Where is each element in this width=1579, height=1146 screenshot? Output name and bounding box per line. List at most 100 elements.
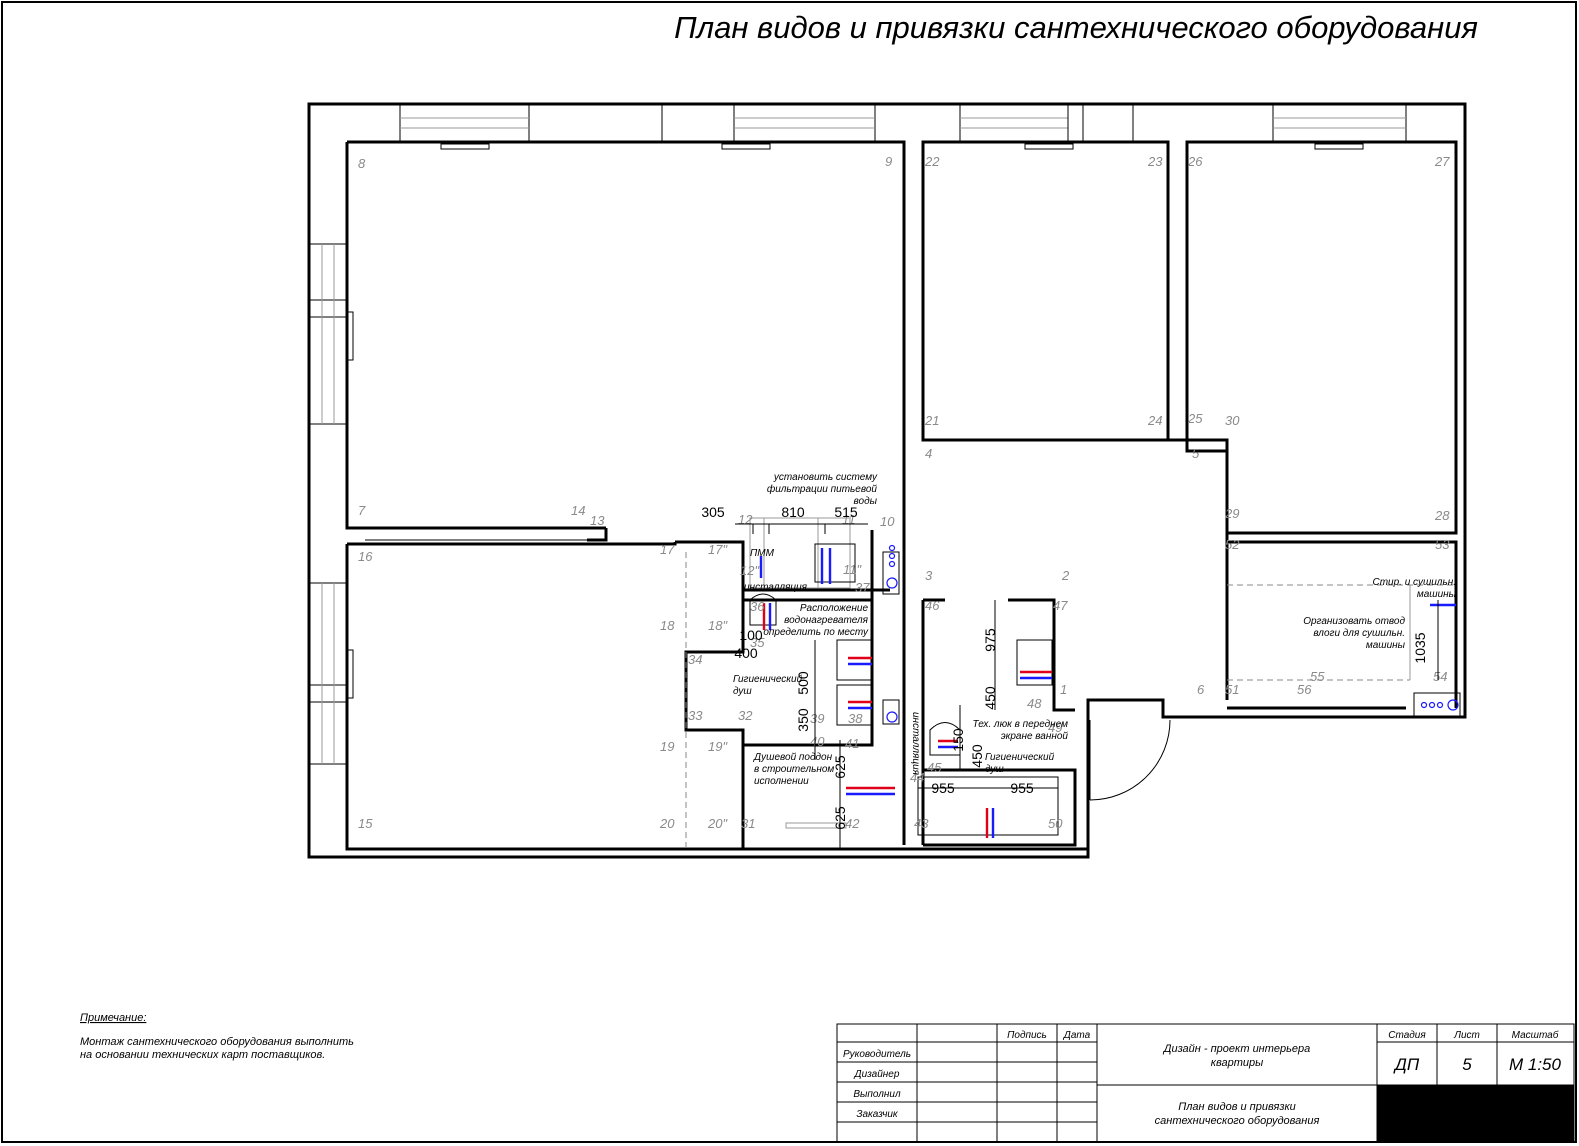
note-filter: установить систему bbox=[773, 472, 878, 483]
point-label: 25 bbox=[1187, 411, 1203, 426]
tb-col-date: Дата bbox=[1063, 1030, 1091, 1041]
note-shower2: Гигиенический bbox=[985, 752, 1055, 763]
dimension-value: 350 bbox=[795, 708, 811, 732]
point-label: 42 bbox=[845, 816, 860, 831]
tb-col-sign: Подпись bbox=[1007, 1030, 1047, 1041]
point-label: 23 bbox=[1147, 154, 1163, 169]
tb-project-2: квартиры bbox=[1211, 1057, 1263, 1069]
point-label: 19" bbox=[708, 739, 728, 754]
point-label: 19 bbox=[660, 739, 674, 754]
tb-role-2: Дизайнер bbox=[854, 1069, 900, 1080]
tb-role-4: Заказчик bbox=[856, 1109, 899, 1120]
note-drain: машины bbox=[1366, 640, 1406, 651]
point-label: 40 bbox=[810, 734, 825, 749]
dimension-value: 305 bbox=[701, 504, 725, 520]
windows-top bbox=[399, 103, 1407, 150]
point-label: 18 bbox=[660, 618, 675, 633]
point-label: 21 bbox=[924, 413, 939, 428]
point-label: 22 bbox=[924, 154, 940, 169]
point-label: 32 bbox=[738, 708, 753, 723]
note-filter: воды bbox=[854, 496, 878, 507]
point-label: 41 bbox=[845, 736, 859, 751]
note-heater: определить по месту bbox=[763, 627, 869, 638]
point-label: 17 bbox=[660, 542, 675, 557]
point-label: 6 bbox=[1197, 682, 1205, 697]
point-label: 24 bbox=[1147, 413, 1162, 428]
remark-line-1: Монтаж сантехнического оборудования выпо… bbox=[80, 1036, 354, 1048]
point-label: 10 bbox=[880, 514, 895, 529]
tb-project-1: Дизайн - проект интерьера bbox=[1162, 1043, 1311, 1055]
note-washer: Стир. и сушильн. bbox=[1372, 577, 1456, 588]
note-heater: Расположение bbox=[800, 603, 869, 614]
point-label: 31 bbox=[741, 816, 755, 831]
note-install2: инсталляция bbox=[910, 712, 921, 776]
tb-sheet: 5 bbox=[1462, 1055, 1472, 1074]
dimension-value: 515 bbox=[834, 504, 858, 520]
drain-fitting bbox=[1420, 701, 1428, 709]
dimension-value: 500 bbox=[795, 671, 811, 695]
tb-scale: М 1:50 bbox=[1509, 1055, 1562, 1074]
point-label: 9 bbox=[885, 154, 892, 169]
dimension-value: 450 bbox=[969, 744, 985, 768]
note-tray: исполнении bbox=[754, 776, 809, 787]
note-shower2: душ bbox=[985, 764, 1004, 775]
drain-fitting bbox=[888, 552, 896, 560]
note-shower1: Гигиенический bbox=[733, 674, 803, 685]
point-label: 30 bbox=[1225, 413, 1240, 428]
point-label: 8 bbox=[358, 156, 366, 171]
point-label: 4 bbox=[925, 446, 932, 461]
drain-fitting bbox=[886, 711, 898, 723]
point-label: 53 bbox=[1435, 537, 1450, 552]
drain-fitting bbox=[1428, 701, 1436, 709]
point-label: 35 bbox=[750, 635, 765, 650]
point-label: 15 bbox=[358, 816, 373, 831]
point-label: 14 bbox=[571, 503, 585, 518]
dimension-value: 450 bbox=[982, 686, 998, 710]
dimension-value: 975 bbox=[982, 628, 998, 652]
point-label: 51 bbox=[1225, 682, 1239, 697]
dimension-value: 150 bbox=[950, 728, 966, 752]
point-label: 56 bbox=[1297, 682, 1312, 697]
point-label: 20" bbox=[707, 816, 728, 831]
drain-fitting bbox=[1436, 701, 1444, 709]
stamp-block bbox=[1377, 1085, 1574, 1142]
windows-left bbox=[308, 243, 354, 765]
drawing-title: План видов и привязки сантехнического об… bbox=[674, 10, 1478, 45]
point-label: 16 bbox=[358, 549, 373, 564]
point-label: 36 bbox=[750, 599, 765, 614]
drain-fitting bbox=[1447, 699, 1459, 711]
pipes bbox=[759, 544, 1459, 838]
drain-fitting bbox=[888, 544, 896, 552]
point-label: 52 bbox=[1225, 537, 1240, 552]
note-hatch: экране ванной bbox=[1001, 731, 1069, 742]
point-label: 47 bbox=[1053, 598, 1068, 613]
point-label: 7 bbox=[358, 503, 366, 518]
dimension-value: 1035 bbox=[1412, 632, 1428, 663]
point-label: 33 bbox=[688, 708, 703, 723]
point-label: 3 bbox=[925, 568, 933, 583]
title-block: Подпись Дата Руководитель Дизайнер Выпол… bbox=[836, 1023, 1575, 1143]
point-label: 37 bbox=[855, 580, 870, 595]
note-heater: водонагревателя bbox=[784, 615, 869, 626]
note-tray: в строительном bbox=[754, 764, 834, 775]
note-drain: влоги для сушильн. bbox=[1313, 628, 1405, 639]
note-hatch: Тех. люк в переднем bbox=[972, 719, 1068, 730]
note-filter: фильтрации питьевой bbox=[767, 483, 878, 495]
note-drain: Организовать отвод bbox=[1303, 616, 1405, 627]
tb-stage: ДП bbox=[1393, 1055, 1420, 1074]
note-washer: машины bbox=[1417, 589, 1457, 600]
remark-line-2: на основании технических карт поставщико… bbox=[80, 1049, 325, 1061]
point-label: 45 bbox=[927, 760, 942, 775]
point-label: 46 bbox=[925, 598, 940, 613]
tb-scale-label: Масштаб bbox=[1512, 1029, 1559, 1041]
dimension-value: 810 bbox=[781, 504, 805, 520]
point-label: 2 bbox=[1061, 568, 1070, 583]
point-label: 13 bbox=[590, 513, 605, 528]
point-label: 38 bbox=[848, 711, 863, 726]
point-label: 11" bbox=[843, 562, 862, 577]
